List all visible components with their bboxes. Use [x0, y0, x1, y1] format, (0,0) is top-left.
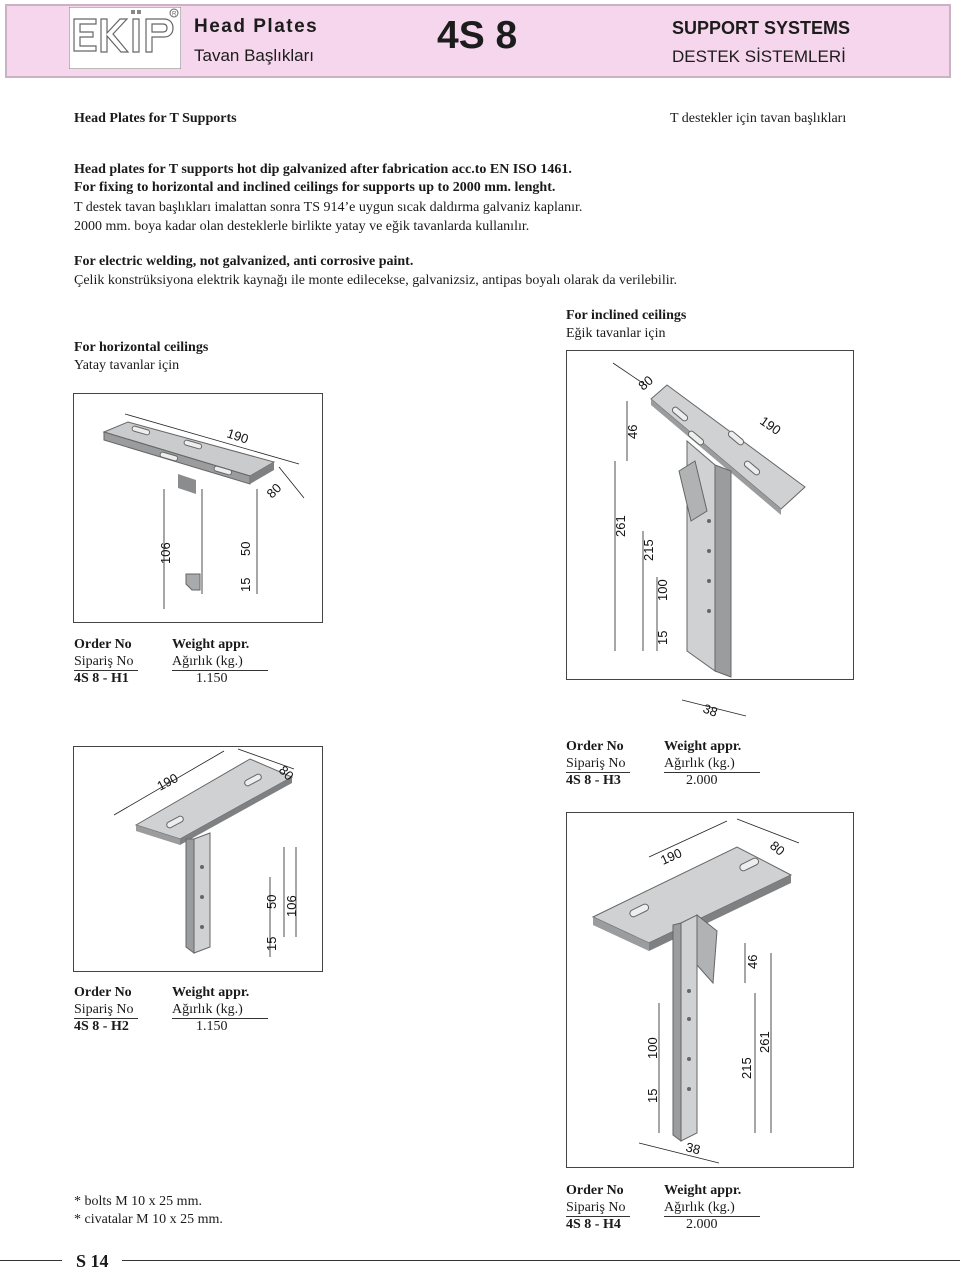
h2-weight-label-tr: Ağırlık (kg.)	[172, 1001, 268, 1019]
h3-weight-label-tr: Ağırlık (kg.)	[664, 755, 760, 773]
h4-dim-e: 15	[645, 1089, 660, 1103]
h2-dim-a: 190	[154, 770, 180, 793]
h4-dim-d: 100	[645, 1037, 660, 1059]
h1-order-label-tr: Sipariş No	[74, 653, 138, 671]
h1-dim-c: 106	[158, 542, 173, 564]
h4-order-value: 4S 8 - H4	[566, 1217, 621, 1232]
h1-dim-b: 80	[264, 480, 285, 501]
h2-order-label-tr: Sipariş No	[74, 1001, 138, 1019]
title-tr: Tavan Başlıkları	[194, 46, 314, 65]
inclined-en: For inclined ceilings	[566, 308, 687, 323]
h4-dim-b: 80	[767, 838, 788, 859]
h3-order-label-tr: Sipariş No	[566, 755, 630, 773]
h2-weight-label: Weight appr.	[172, 985, 250, 1000]
h4-weight-value: 2.000	[686, 1217, 718, 1232]
drawing-h3: 80 46 190 261 215 100 15	[566, 350, 854, 702]
title-en: Head Plates	[194, 16, 319, 37]
h4-order-label-tr: Sipariş No	[566, 1199, 630, 1217]
product-code: 4S 8	[437, 14, 518, 57]
h3-weight-label: Weight appr.	[664, 739, 742, 754]
svg-text:R: R	[172, 12, 177, 18]
intro-line-1: Head plates for T supports hot dip galva…	[74, 162, 572, 177]
h3-dim-f: 100	[655, 579, 670, 601]
drawing-h1: 190 80 106 15 50	[73, 393, 323, 623]
h3-dim-d: 261	[613, 515, 628, 537]
h2-order-value: 4S 8 - H2	[74, 1019, 129, 1034]
h4-weight-label-tr: Ağırlık (kg.)	[664, 1199, 760, 1217]
drawing-h4: 190 80 46 100 15 215 261 38	[566, 812, 854, 1168]
subtitle-en: Head Plates for T Supports	[74, 111, 237, 126]
h3-dim-e: 215	[641, 539, 656, 561]
footer-rule-right	[122, 1260, 960, 1261]
note-bolts-en: * bolts M 10 x 25 mm.	[74, 1194, 202, 1209]
section-en: SUPPORT SYSTEMS	[672, 18, 851, 38]
h1-diagram: 190 80 106 15 50	[102, 413, 305, 609]
h4-dim-h: 38	[684, 1139, 702, 1157]
logo-text: EKİP	[119, 61, 130, 67]
h2-order-label: Order No	[74, 985, 132, 1000]
h3-order-value: 4S 8 - H3	[566, 773, 621, 788]
h3-dim-h-callout: 38	[681, 699, 747, 720]
h2-dim-c: 15	[264, 937, 279, 951]
section-tr: DESTEK SİSTEMLERİ	[672, 47, 846, 66]
intro-line-4: 2000 mm. boya kadar olan desteklerle bir…	[74, 219, 530, 234]
h1-order-label: Order No	[74, 637, 132, 652]
horizontal-en: For horizontal ceilings	[74, 340, 209, 355]
h4-dim-a: 190	[658, 845, 684, 868]
welding-en: For electric welding, not galvanized, an…	[74, 254, 414, 269]
h4-dim-g: 261	[757, 1031, 772, 1053]
h3-dim-g: 15	[655, 631, 670, 645]
drawing-h2: 190 80 15 50 106	[73, 746, 323, 972]
h2-weight-value: 1.150	[196, 1019, 228, 1034]
subtitle-tr: T destekler için tavan başlıkları	[670, 111, 847, 126]
h1-order-value: 4S 8 - H1	[74, 671, 129, 686]
ekip-logo: R EKİP	[69, 7, 181, 69]
h3-weight-value: 2.000	[686, 773, 718, 788]
h1-weight-label-tr: Ağırlık (kg.)	[172, 653, 268, 671]
h1-weight-label: Weight appr.	[172, 637, 250, 652]
inclined-tr: Eğik tavanlar için	[566, 326, 666, 341]
h2-dim-e: 106	[284, 895, 299, 917]
h3-dim-h: 38	[701, 701, 720, 720]
h4-diagram: 190 80 46 100 15 215 261 38	[591, 818, 800, 1164]
h3-dim-a: 80	[635, 373, 656, 394]
h4-dim-c: 46	[745, 955, 760, 969]
welding-tr: Çelik konstrüksiyona elektrik kaynağı il…	[74, 273, 677, 288]
intro-line-2: For fixing to horizontal and inclined ce…	[74, 180, 556, 195]
page-number: S 14	[76, 1251, 109, 1271]
h4-order-label: Order No	[566, 1183, 624, 1198]
note-bolts-tr: * civatalar M 10 x 25 mm.	[74, 1212, 223, 1227]
h2-diagram: 190 80 15 50 106	[113, 748, 299, 957]
h1-dim-d: 15	[238, 578, 253, 592]
h1-dim-a: 190	[225, 426, 250, 447]
footer-rule-left	[0, 1260, 62, 1261]
h1-weight-value: 1.150	[196, 671, 228, 686]
h4-dim-f: 215	[739, 1057, 754, 1079]
h2-dim-d: 50	[264, 895, 279, 909]
h3-dim-b: 46	[625, 425, 640, 439]
h4-weight-label: Weight appr.	[664, 1183, 742, 1198]
h3-diagram: 80 46 190 261 215 100 15	[612, 362, 806, 702]
intro-line-3: T destek tavan başlıkları imalattan sonr…	[74, 200, 583, 215]
h3-order-label: Order No	[566, 739, 624, 754]
h3-dim-c: 190	[757, 413, 783, 438]
h1-dim-e: 50	[238, 542, 253, 556]
horizontal-tr: Yatay tavanlar için	[74, 358, 180, 373]
